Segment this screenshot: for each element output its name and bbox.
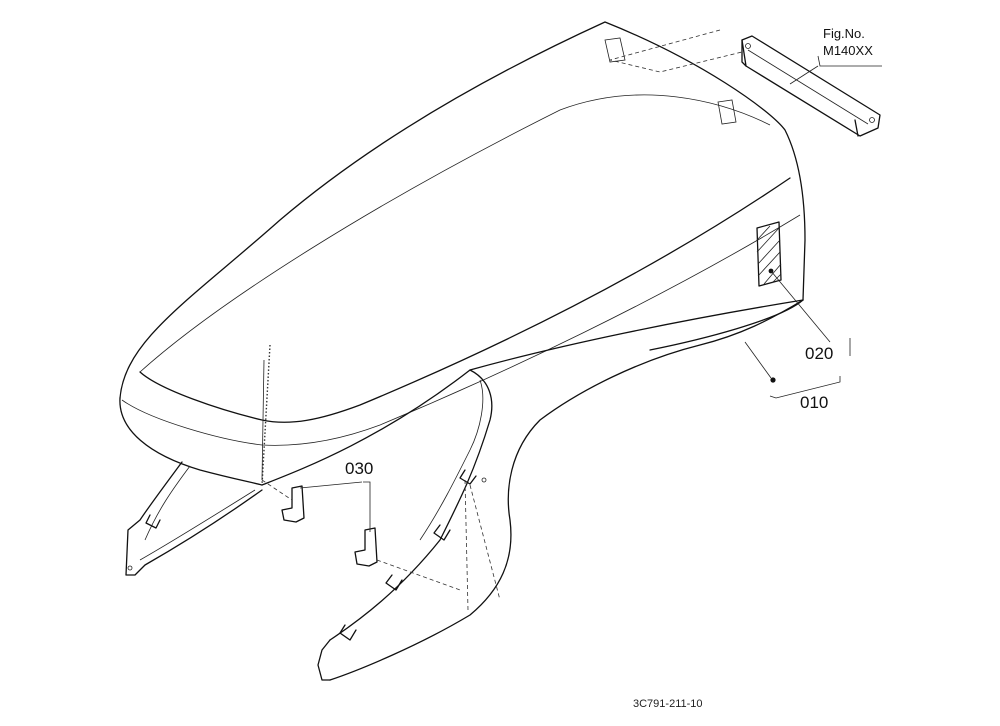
label-plate — [756, 221, 782, 287]
drawing-code: 3C791-211-10 — [633, 698, 703, 710]
callout-010: 010 — [800, 393, 828, 412]
hood-mount-tabs — [604, 37, 737, 125]
callout-020: 020 — [805, 344, 833, 363]
clip-bracket-a — [261, 479, 305, 523]
rear-mount-bracket — [609, 29, 881, 137]
side-panel-left — [125, 461, 263, 576]
callout-030: 030 — [345, 459, 373, 478]
fig-no-number: M140XX — [823, 43, 873, 58]
fig-no-label: Fig.No. — [823, 26, 865, 41]
clip-bracket-b — [354, 527, 461, 591]
side-panel-right — [317, 299, 804, 681]
hood-shell — [119, 21, 806, 486]
leader-lines — [299, 55, 882, 532]
